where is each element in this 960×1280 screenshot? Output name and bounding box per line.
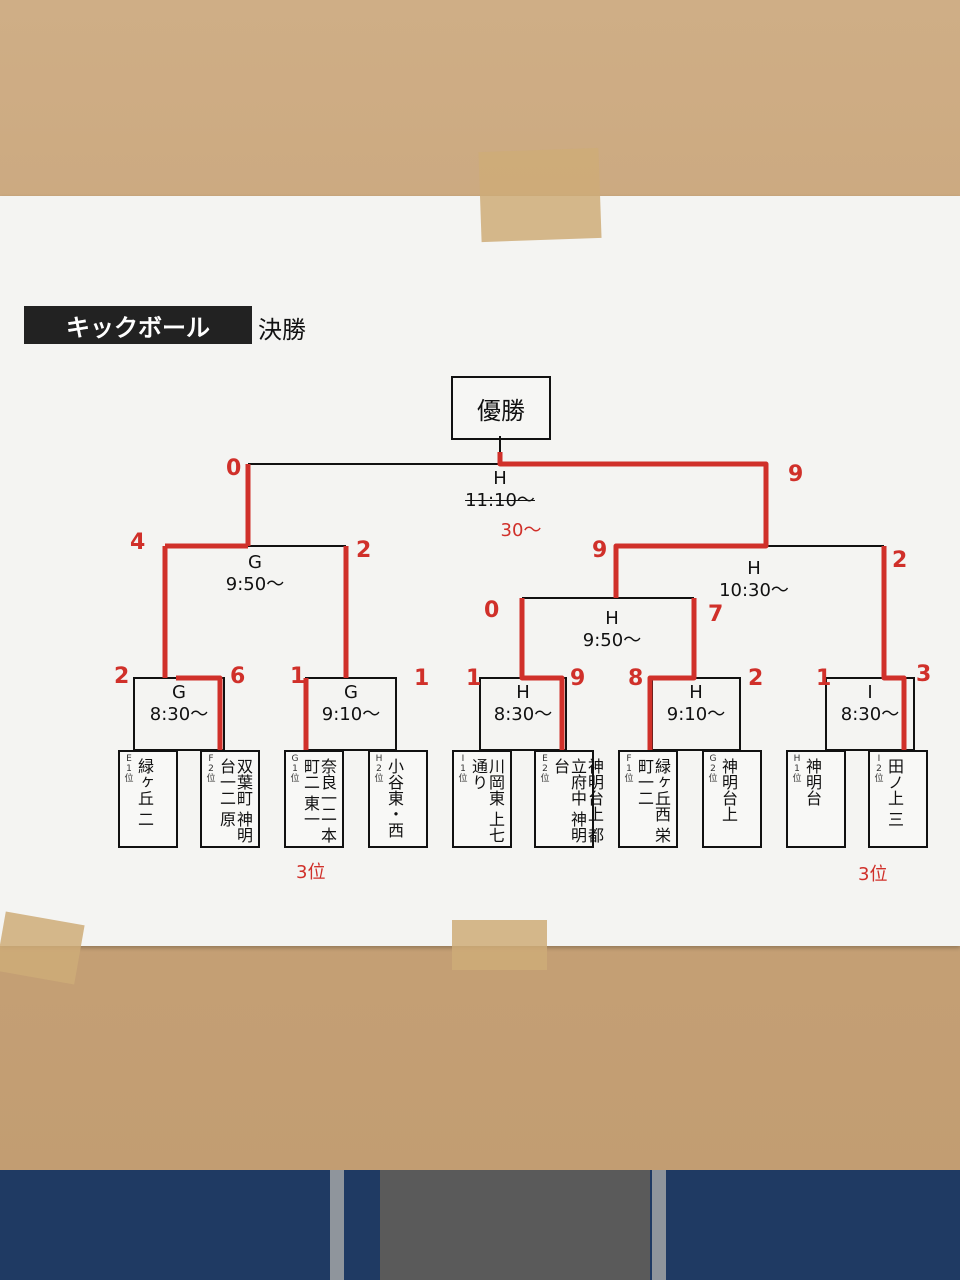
page-title: キックボール — [24, 306, 252, 344]
match-time: 9:50〜 — [225, 574, 285, 595]
match-semi-right: H 10:30〜 — [704, 558, 804, 602]
team-name: 田ノ上 三 — [885, 758, 904, 828]
score: 1 — [466, 666, 482, 691]
score: 3 — [916, 662, 932, 687]
team-rank: 2位 — [540, 764, 550, 784]
match-r1: G 9:10〜 — [306, 682, 396, 726]
match-r1: H 9:10〜 — [652, 682, 740, 726]
match-time: 8:30〜 — [149, 704, 209, 725]
match-time: 9:10〜 — [321, 704, 381, 725]
stand-leg — [330, 1170, 344, 1280]
team-group: H — [793, 754, 801, 764]
team-rank: 2位 — [708, 764, 718, 784]
match-r1: H 8:30〜 — [480, 682, 566, 726]
stand-post — [380, 1170, 650, 1280]
score: 9 — [592, 538, 608, 563]
team-name: 緑ヶ丘西 栄町一二 — [635, 758, 671, 844]
match-time: 9:50〜 — [582, 630, 642, 651]
team-group: I — [461, 754, 465, 764]
team-group: G — [709, 754, 717, 764]
score: 9 — [570, 666, 586, 691]
score: 0 — [226, 456, 242, 481]
match-court: G — [344, 682, 358, 703]
team-name: 緑ヶ丘 二 — [135, 758, 154, 828]
team-name: 神明台上 都立府中 神明台 — [551, 758, 604, 844]
team-rank: 1位 — [624, 764, 634, 784]
team-group: E — [126, 754, 132, 764]
team-name: 川岡東 上七通り — [469, 758, 505, 844]
team-group: E — [542, 754, 548, 764]
page-subtitle: 決勝 — [258, 316, 306, 344]
team-group: F — [208, 754, 214, 764]
match-r1: G 8:30〜 — [134, 682, 224, 726]
tape — [452, 920, 547, 970]
team-rank: 2位 — [374, 764, 384, 784]
third-place-label: 3位 — [858, 864, 888, 885]
match-time-revised: 30〜 — [500, 520, 542, 541]
match-court: G — [248, 552, 262, 573]
match-time: 8:30〜 — [493, 704, 553, 725]
score: 1 — [290, 664, 306, 689]
team-rank: 2位 — [206, 764, 216, 784]
team-group: G — [291, 754, 299, 764]
score: 0 — [484, 598, 500, 623]
match-time: 9:10〜 — [666, 704, 726, 725]
score: 9 — [788, 462, 804, 487]
team-name: 奈良一二 本町二 東一 — [301, 758, 337, 844]
score: 4 — [130, 530, 146, 555]
team-group: H — [375, 754, 383, 764]
match-court: H — [493, 468, 507, 489]
match-time: 11:10〜 — [465, 490, 535, 511]
score: 2 — [114, 664, 130, 689]
team-name: 小谷東・西 — [385, 758, 404, 838]
match-semi-left: G 9:50〜 — [210, 552, 300, 596]
team-rank: 2位 — [874, 764, 884, 784]
score: 2 — [748, 666, 764, 691]
team-rank: 1位 — [792, 764, 802, 784]
score: 7 — [708, 602, 724, 627]
match-court: H — [747, 558, 761, 579]
score: 8 — [628, 666, 644, 691]
team-name: 双葉町 神明台一二 原 — [217, 758, 253, 844]
match-r1: I 8:30〜 — [826, 682, 914, 726]
score: 2 — [892, 548, 908, 573]
team-rank: 1位 — [458, 764, 468, 784]
team-name: 神明台 — [803, 758, 822, 806]
third-place-label: 3位 — [296, 862, 326, 883]
match-qf-center: H 9:50〜 — [562, 608, 662, 652]
match-final: H 11:10〜 — [450, 468, 550, 512]
team-group: F — [626, 754, 632, 764]
stand-leg — [652, 1170, 666, 1280]
champion-box: 優勝 — [451, 376, 551, 440]
match-court: H — [516, 682, 530, 703]
match-time: 8:30〜 — [840, 704, 900, 725]
score: 6 — [230, 664, 246, 689]
score: 2 — [356, 538, 372, 563]
match-court: H — [689, 682, 703, 703]
score: 1 — [816, 666, 832, 691]
team-rank: 1位 — [124, 764, 134, 784]
team-rank: 1位 — [290, 764, 300, 784]
team-name: 神明台上 — [719, 758, 738, 822]
score: 1 — [414, 666, 430, 691]
match-court: H — [605, 608, 619, 629]
team-group: I — [877, 754, 881, 764]
match-court: G — [172, 682, 186, 703]
match-court: I — [867, 682, 873, 703]
match-time: 10:30〜 — [719, 580, 789, 601]
